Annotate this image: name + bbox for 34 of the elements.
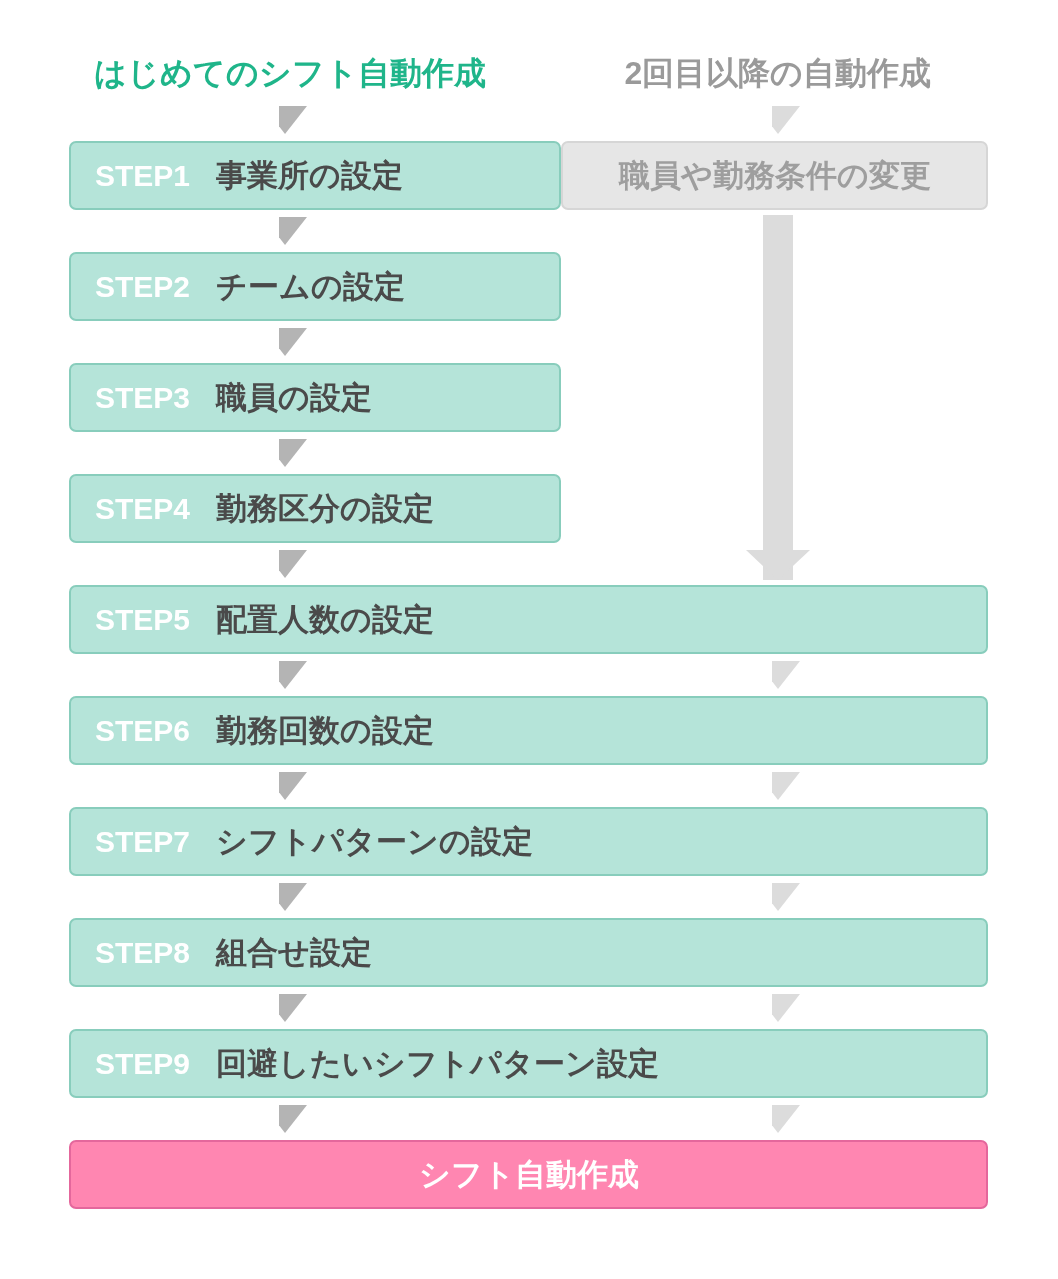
step-title: 勤務区分の設定 bbox=[216, 489, 435, 528]
step-title: 事業所の設定 bbox=[216, 156, 404, 195]
step-number: STEP3 bbox=[95, 380, 191, 415]
step-box bbox=[69, 474, 561, 543]
change-box bbox=[561, 141, 988, 210]
step-number: STEP4 bbox=[95, 491, 191, 526]
step-box bbox=[69, 918, 988, 987]
step-box bbox=[69, 807, 988, 876]
step-number: STEP1 bbox=[95, 158, 191, 193]
step-box bbox=[69, 696, 988, 765]
result-box bbox=[69, 1140, 988, 1209]
step-number: STEP9 bbox=[95, 1046, 191, 1081]
column-heading: はじめてのシフト自動作成 bbox=[94, 54, 486, 93]
step-number: STEP8 bbox=[95, 935, 191, 970]
step-number: STEP6 bbox=[95, 713, 191, 748]
step-title: 勤務回数の設定 bbox=[216, 711, 435, 750]
step-title: 組合せ設定 bbox=[216, 933, 373, 972]
column-heading: 2回目以降の自動作成 bbox=[624, 54, 932, 93]
arrow bbox=[746, 215, 810, 580]
step-number: STEP5 bbox=[95, 602, 191, 637]
step-title: 職員や勤務条件の変更 bbox=[618, 156, 931, 195]
step-title: 職員の設定 bbox=[216, 378, 373, 417]
step-box bbox=[69, 141, 561, 210]
step-title: チームの設定 bbox=[216, 267, 406, 306]
step-number: STEP2 bbox=[95, 269, 191, 304]
step-box bbox=[69, 363, 561, 432]
step-title: 配置人数の設定 bbox=[216, 600, 435, 639]
step-box bbox=[69, 252, 561, 321]
step-box bbox=[69, 585, 988, 654]
step-title: 回避したいシフトパターン設定 bbox=[216, 1044, 660, 1083]
step-box bbox=[69, 1029, 988, 1098]
step-title: シフト自動作成 bbox=[418, 1155, 639, 1194]
step-number: STEP7 bbox=[95, 824, 191, 859]
step-title: シフトパターンの設定 bbox=[216, 822, 534, 861]
